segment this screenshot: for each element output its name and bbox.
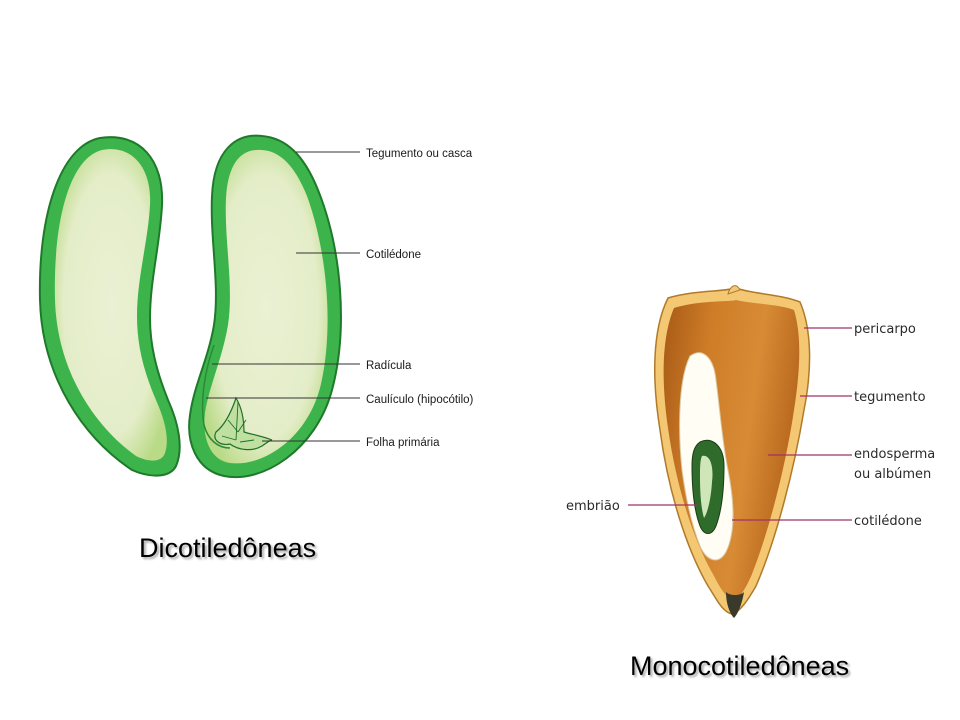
label-cotiledone-mono: cotilédone [854,514,922,529]
monocot-seed: pericarpo tegumento endosperma ou albúme… [566,285,935,618]
label-embriao: embrião [566,499,620,514]
dicot-embryo-radicle [201,344,231,449]
dicot-seed: Tegumento ou casca Cotilédone Radícula C… [38,134,474,479]
label-cotiledone: Cotilédone [366,249,421,261]
label-caulicula: Caulículo (hipocótilo) [366,394,474,406]
monocot-embryo-inner [700,455,713,518]
dicot-left-cotyledon-inner [54,149,167,461]
label-tegumento-casca: Tegumento ou casca [366,148,473,160]
caption-monocotiledoneas: Monocotiledôneas [630,651,850,681]
caption-dicotiledoneas: Dicotiledôneas [139,533,317,563]
label-folha-primaria: Folha primária [366,437,440,449]
monocot-top-nub [727,285,741,295]
monocot-tip [726,592,744,618]
label-endosperma: endosperma [854,447,935,462]
label-pericarpo: pericarpo [854,322,916,337]
monocot-leader-lines [628,327,852,521]
dicot-right-cotyledon-inner [204,149,328,464]
dicot-leader-lines [206,151,360,442]
label-albumen: ou albúmen [854,467,931,482]
label-radicula: Radícula [366,360,412,372]
label-tegumento: tegumento [854,390,926,405]
dicot-leaf-veins [221,401,255,443]
